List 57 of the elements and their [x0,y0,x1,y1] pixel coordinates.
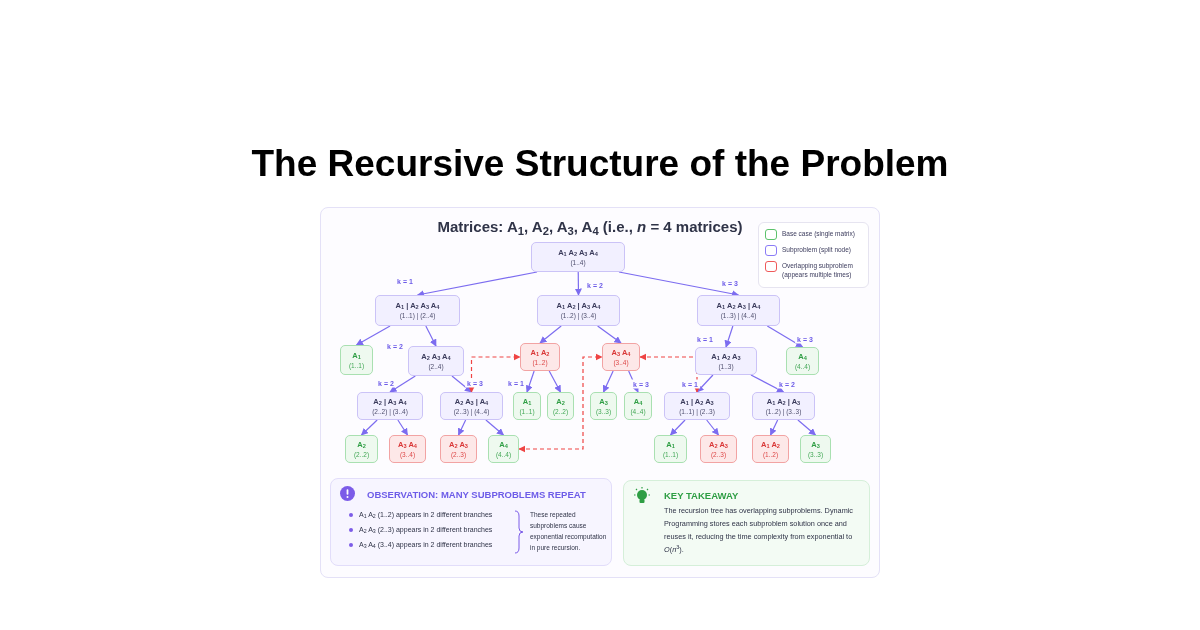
base-case-box [345,435,378,463]
subproblem-box [531,242,625,272]
arrow [797,419,817,436]
arrow [397,419,409,436]
base-case-box [590,392,617,420]
dashed-arrow [639,353,701,393]
takeaway-panel [623,480,870,566]
base-case-box [800,435,831,463]
overlap-box [602,343,640,371]
arrow [539,325,562,344]
arrow [602,370,614,393]
arrow [451,375,473,393]
arrow [696,374,714,393]
subproblem-box [752,392,815,420]
arrow [425,325,437,347]
arrow [457,419,467,436]
subproblem-box [537,295,620,326]
arrow [669,419,686,436]
arrow [706,419,720,436]
subproblem-box [440,392,503,420]
overlap-box [752,435,789,463]
page-title: The Recursive Structure of the Problem [250,142,950,186]
arrow [548,370,562,393]
observation-panel [330,478,612,566]
base-case-box [624,392,652,420]
dashed-arrow [518,353,603,453]
overlap-box [520,343,560,371]
base-case-box [547,392,574,420]
subproblem-box [375,295,460,326]
panel-heading: OBSERVATION: MANY SUBPROBLEMS REPEAT [367,488,586,502]
base-case-box [654,435,687,463]
diagram-heading: Matrices: A$_{1}$, A$_{2}$, A$_{3}$, A$_{4}$ (i.e., n = 4 matrices) [436,217,744,239]
arrow [360,419,378,436]
arrow [389,375,416,393]
base-case-box [340,345,373,375]
arrow [485,419,505,436]
arrow [724,325,734,348]
arrow [574,271,582,296]
overlap-box [700,435,737,463]
subproblem-box [357,392,423,420]
arrow [525,370,535,393]
base-case-box [513,392,541,420]
overlap-box [440,435,477,463]
dashed-arrow [467,353,521,393]
arrow [355,325,391,346]
arrow [769,419,779,436]
overlap-box [389,435,426,463]
subproblem-box [697,295,780,326]
base-case-box [786,347,819,375]
arrow [597,325,622,344]
subproblem-box [664,392,730,420]
arrow [766,325,804,348]
base-case-box [488,435,519,463]
arrow [750,374,785,393]
subproblem-box [408,346,464,376]
subproblem-box [695,347,757,375]
panel-heading: KEY TAKEAWAY [664,489,739,503]
